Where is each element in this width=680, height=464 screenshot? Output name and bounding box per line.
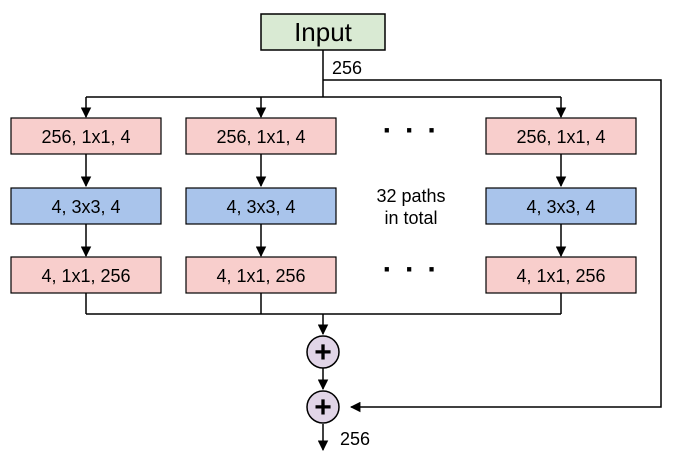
aggregate-sum-node: + [306, 335, 340, 369]
path2-conv1x1-reduce-box [185, 117, 337, 155]
ellipsis-row3: · · · [383, 253, 440, 286]
plus-icon: + [314, 391, 332, 424]
input-channels-label: 256 [332, 58, 362, 78]
path32-conv1x1-expand-label: 4, 1x1, 256 [516, 266, 605, 286]
residual-sum-node: + [306, 390, 340, 424]
path2-conv1x1-reduce-label: 256, 1x1, 4 [216, 127, 305, 147]
path1-conv1x1-expand-box [10, 256, 162, 294]
path32-conv1x1-reduce-label: 256, 1x1, 4 [516, 127, 605, 147]
path1-conv1x1-reduce-label: 256, 1x1, 4 [41, 127, 130, 147]
path2-conv1x1-expand-box [185, 256, 337, 294]
path2-conv3x3-label: 4, 3x3, 4 [226, 197, 295, 217]
input-node: Input [260, 13, 386, 51]
path32-conv1x1-expand-box [485, 256, 637, 294]
aggregate-sum-circle [306, 335, 340, 369]
row-1x1-reduce: 256, 1x1, 4 256, 1x1, 4 · · · 256, 1x1, … [10, 114, 637, 155]
path1-conv3x3-label: 4, 3x3, 4 [51, 197, 120, 217]
path32-conv1x1-reduce-box [485, 117, 637, 155]
connectors [80, 50, 662, 452]
ellipsis-row1: · · · [383, 114, 440, 147]
output-channels-label: 256 [340, 429, 370, 449]
path1-conv1x1-reduce-box [10, 117, 162, 155]
path32-conv3x3-box [485, 187, 637, 225]
residual-sum-circle [306, 390, 340, 424]
path2-conv3x3-box [185, 187, 337, 225]
paths-count-line1: 32 paths [376, 186, 445, 206]
path1-conv3x3-box [10, 187, 162, 225]
plus-icon: + [314, 336, 332, 369]
path2-conv1x1-expand-label: 4, 1x1, 256 [216, 266, 305, 286]
input-box [260, 13, 386, 51]
input-label: Input [294, 17, 353, 47]
path1-conv1x1-expand-label: 4, 1x1, 256 [41, 266, 130, 286]
row-3x3: 4, 3x3, 4 4, 3x3, 4 32 paths in total 4,… [10, 186, 637, 228]
paths-count-line2: in total [384, 208, 437, 228]
row-1x1-expand: 4, 1x1, 256 4, 1x1, 256 · · · 4, 1x1, 25… [10, 253, 637, 294]
path32-conv3x3-label: 4, 3x3, 4 [526, 197, 595, 217]
